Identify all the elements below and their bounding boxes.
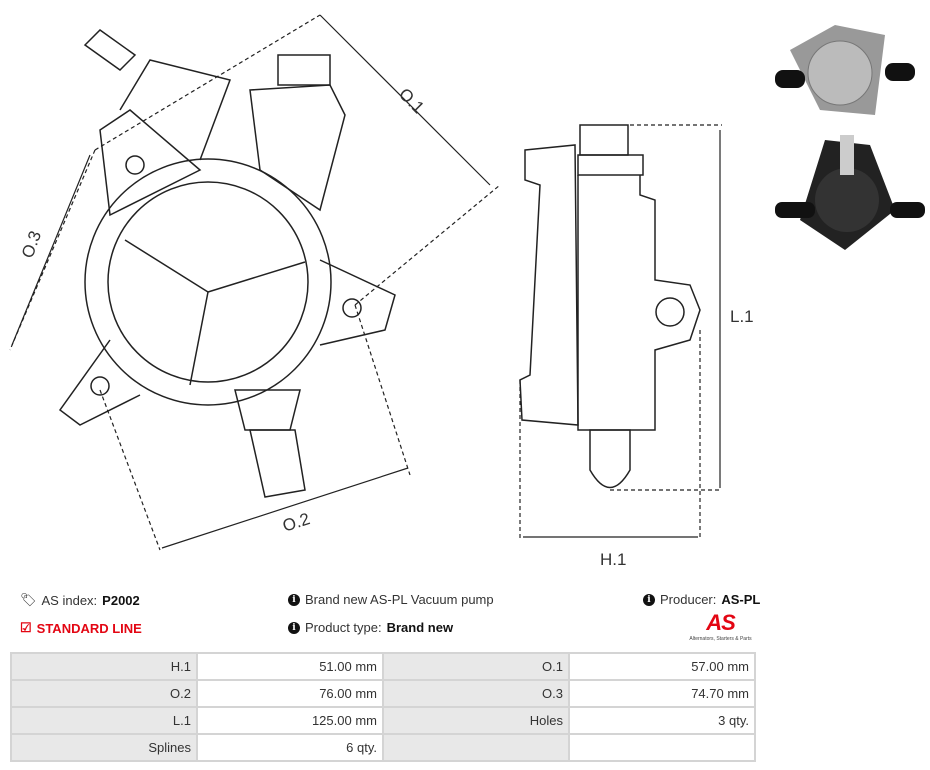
- product-photo-bottom: [775, 130, 925, 255]
- product-type-label: Product type:: [305, 620, 382, 635]
- producer: i Producer: AS-PL: [643, 592, 760, 607]
- spec-value: [568, 733, 756, 762]
- side-view: L.1 H.1: [519, 124, 754, 569]
- spec-value: 76.00 mm: [196, 679, 384, 708]
- producer-label: Producer:: [660, 592, 717, 607]
- spec-value: 74.70 mm: [568, 679, 756, 708]
- as-index-value: P2002: [102, 592, 140, 608]
- spec-key: O.2: [10, 679, 198, 708]
- description-text: Brand new AS-PL Vacuum pump: [305, 592, 494, 607]
- spec-key: Splines: [10, 733, 198, 762]
- spec-value: 57.00 mm: [568, 652, 756, 681]
- producer-value: AS-PL: [721, 592, 761, 607]
- spec-key: O.3: [382, 679, 570, 708]
- as-index-label: AS index:: [41, 592, 98, 608]
- spec-key: Holes: [382, 706, 570, 735]
- spec-value: 6 qty.: [196, 733, 384, 762]
- info-icon: i: [288, 621, 300, 634]
- product-photo-top: [775, 15, 925, 120]
- label-o1: O.1: [395, 84, 428, 117]
- spec-value: 3 qty.: [568, 706, 756, 735]
- front-view: O.1 O.3 O.2: [9, 14, 501, 551]
- info-icon: i: [288, 593, 300, 606]
- as-index: 🏷 AS index:P2002: [20, 592, 140, 608]
- checkbox-icon: ☑: [20, 620, 32, 635]
- label-o3: O.3: [18, 228, 45, 260]
- spec-value: 125.00 mm: [196, 706, 384, 735]
- spec-value: 51.00 mm: [196, 652, 384, 681]
- label-h1: H.1: [600, 550, 626, 569]
- standard-line-badge: ☑ STANDARD LINE: [20, 620, 142, 636]
- standard-line-label: STANDARD LINE: [36, 620, 142, 636]
- spec-key: H.1: [10, 652, 198, 681]
- logo-mark: AS: [706, 610, 736, 635]
- product-type-value: Brand new: [386, 620, 454, 635]
- product-type: i Product type: Brand new: [288, 620, 453, 635]
- info-icon: i: [643, 593, 655, 606]
- spec-key: [382, 733, 570, 762]
- tags-icon: 🏷: [20, 592, 37, 607]
- spec-key: O.1: [382, 652, 570, 681]
- description: i Brand new AS-PL Vacuum pump: [288, 592, 494, 607]
- technical-drawing: O.1 O.3 O.2 L.1 H.1: [9, 14, 754, 569]
- logo-subtitle: Alternators, Starters & Parts: [689, 636, 752, 642]
- spec-key: L.1: [10, 706, 198, 735]
- label-o2: O.2: [280, 509, 312, 536]
- label-l1: L.1: [730, 307, 754, 326]
